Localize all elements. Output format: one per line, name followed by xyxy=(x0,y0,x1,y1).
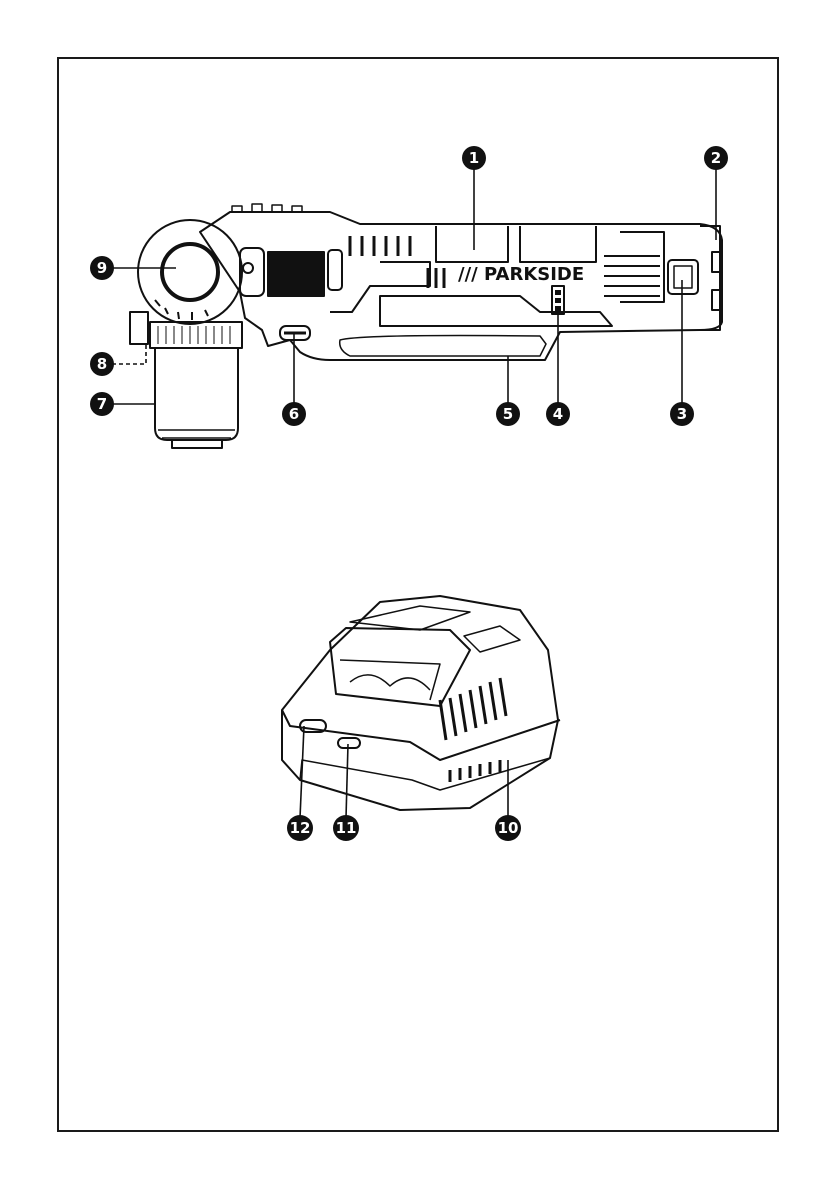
svg-text:5: 5 xyxy=(503,405,513,423)
callout-9: 9 xyxy=(90,256,114,280)
callout-6: 6 xyxy=(282,402,306,426)
callout-12: 12 xyxy=(287,815,313,841)
callout-10: 10 xyxy=(495,815,521,841)
svg-text:8: 8 xyxy=(97,355,107,373)
callout-4: 4 xyxy=(546,402,570,426)
callout-2: 2 xyxy=(704,146,728,170)
svg-text:1: 1 xyxy=(469,149,479,167)
svg-text:6: 6 xyxy=(289,405,299,423)
svg-text:2: 2 xyxy=(711,149,721,167)
callout-1: 1 xyxy=(462,146,486,170)
svg-text:4: 4 xyxy=(553,405,563,423)
callout-8: 8 xyxy=(90,352,114,376)
svg-text:3: 3 xyxy=(677,405,687,423)
svg-text:7: 7 xyxy=(97,395,107,413)
callout-3: 3 xyxy=(670,402,694,426)
svg-text:11: 11 xyxy=(336,819,357,837)
svg-text:12: 12 xyxy=(290,819,311,837)
svg-text:9: 9 xyxy=(97,259,107,277)
angle-drill-illustration xyxy=(130,204,722,448)
callout-7: 7 xyxy=(90,392,114,416)
svg-text:10: 10 xyxy=(498,819,519,837)
brand-logo: /// PARKSIDE xyxy=(458,264,584,285)
callout-11: 11 xyxy=(333,815,359,841)
callout-5: 5 xyxy=(496,402,520,426)
battery-charger-illustration xyxy=(282,596,560,810)
